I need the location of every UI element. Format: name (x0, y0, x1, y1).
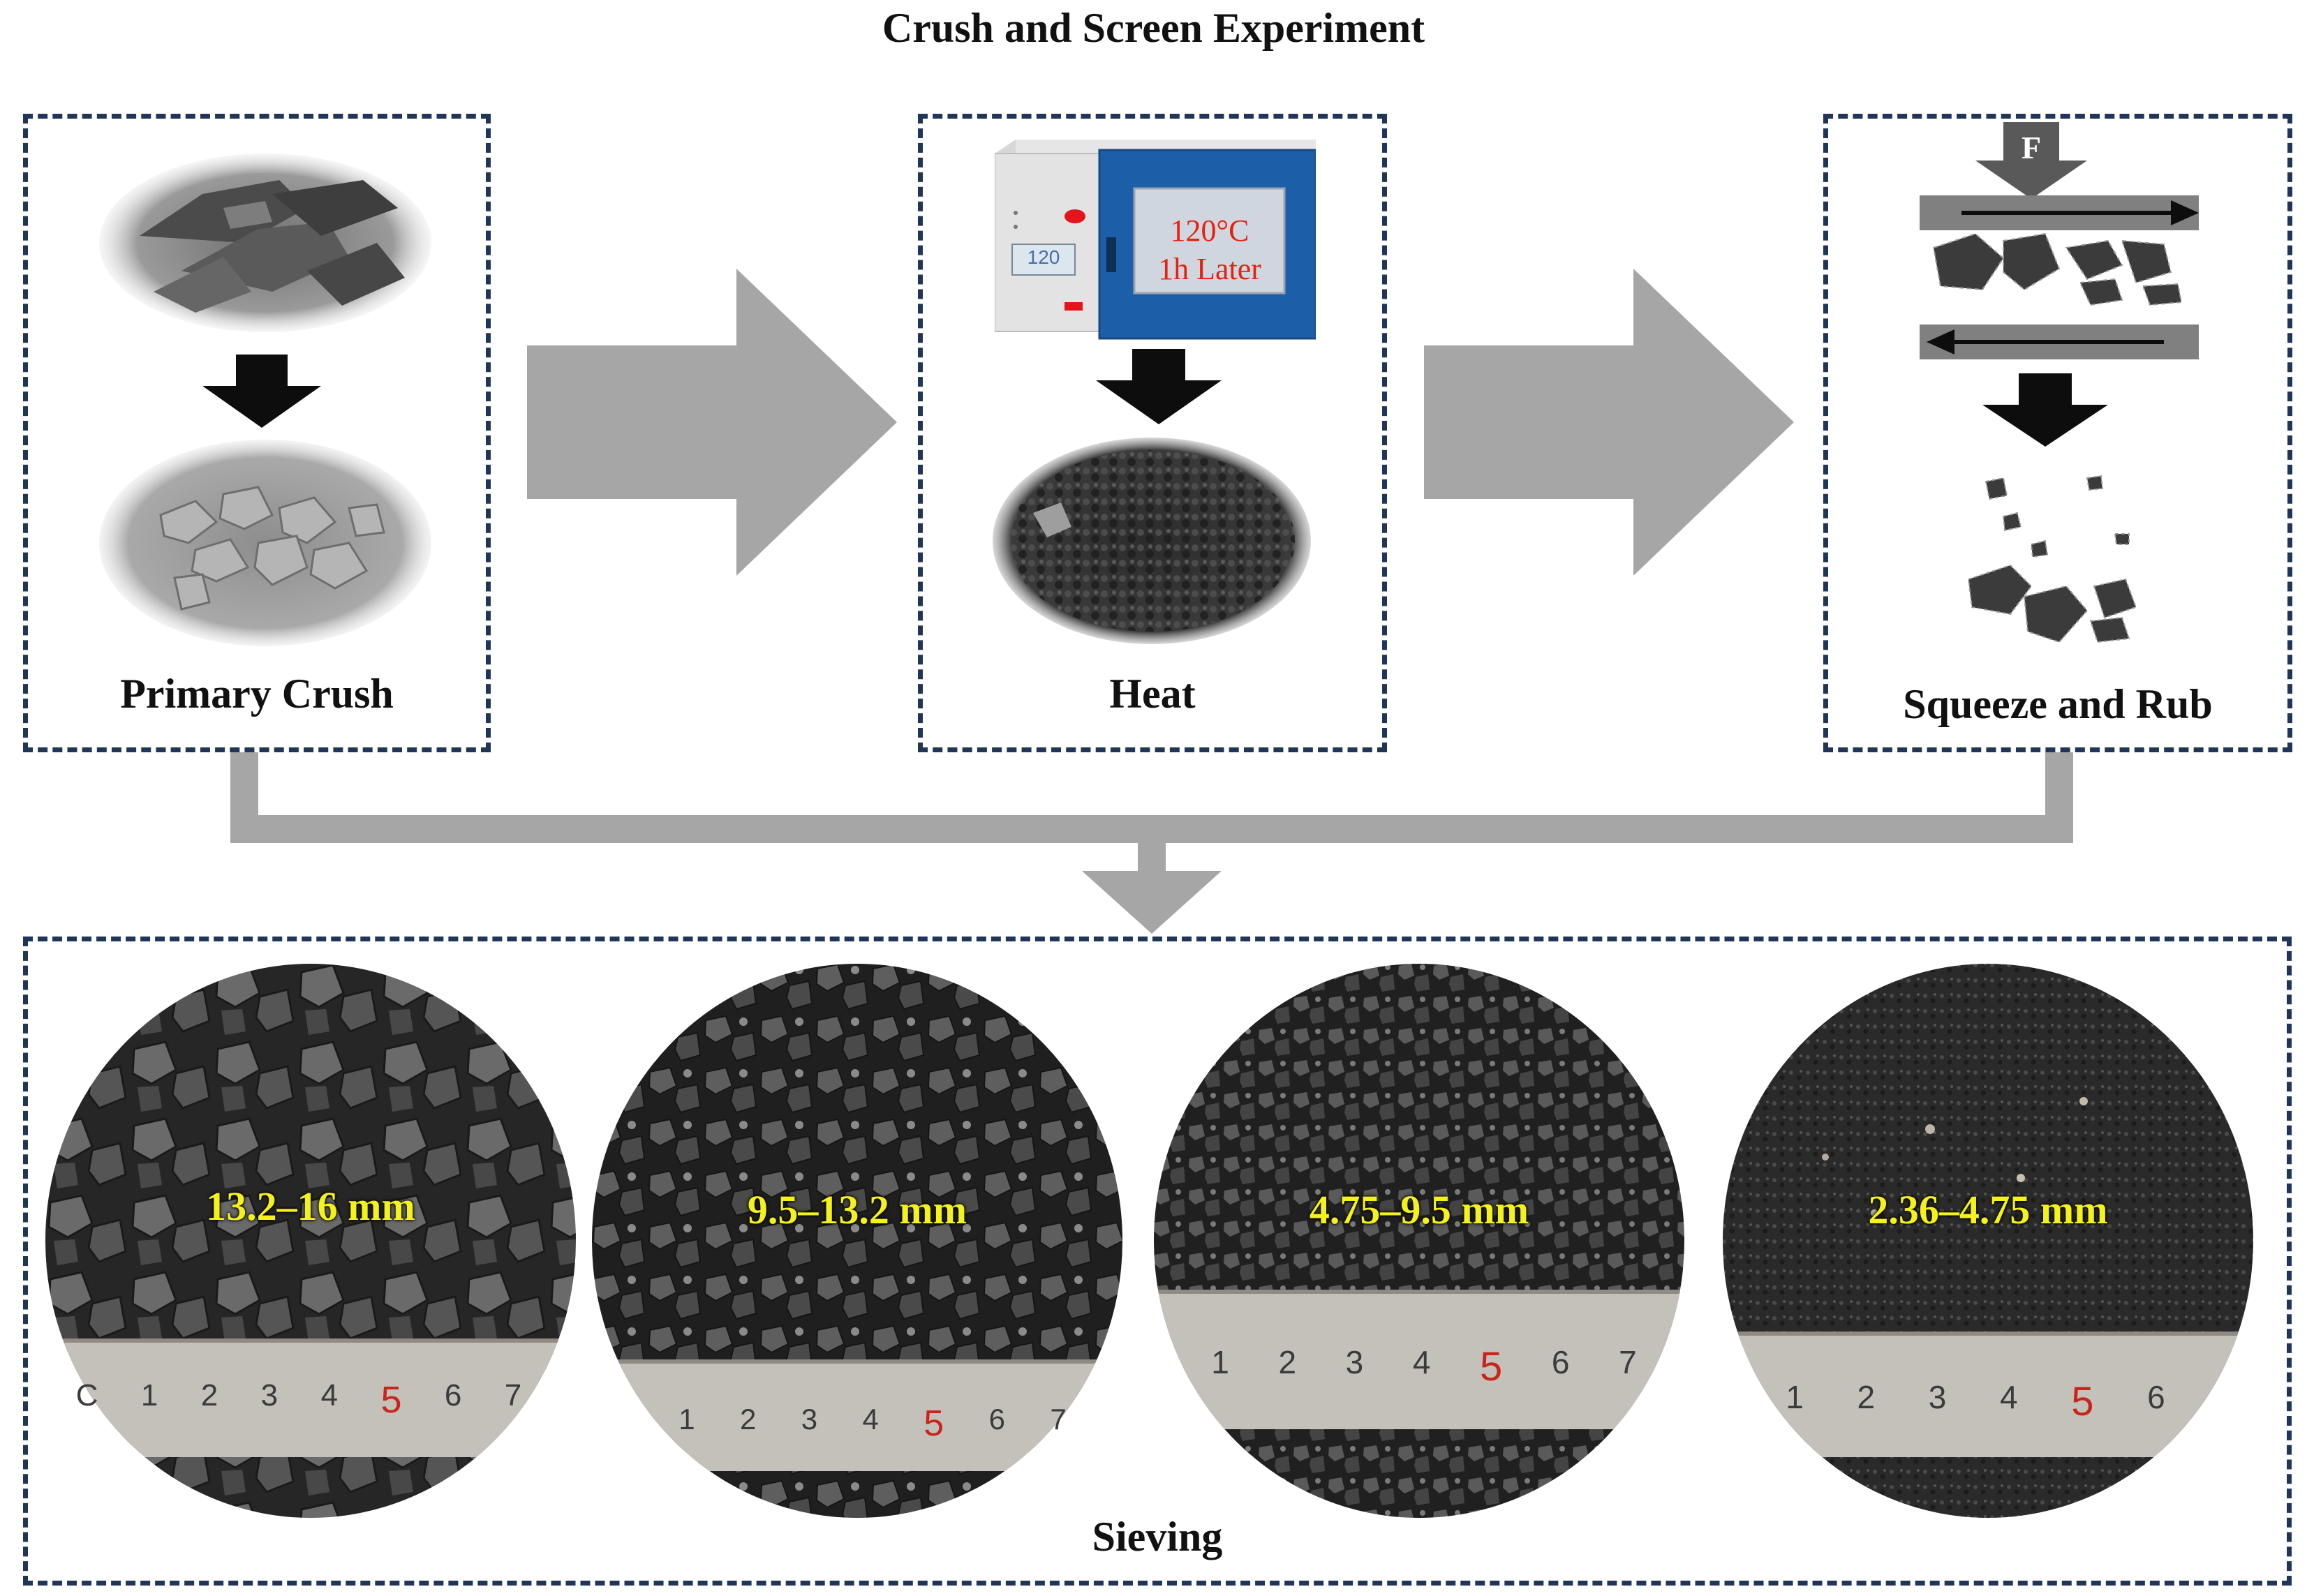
primary-crush-caption: Primary Crush (120, 671, 394, 717)
fragments-icon (1967, 475, 2137, 643)
ruler-tick-label: C (75, 1378, 98, 1412)
ruler-tick-label: 1 (678, 1403, 695, 1435)
diagram-title: Crush and Screen Experiment (882, 5, 1425, 51)
merge-connector-arrow (230, 752, 2073, 934)
sieving-caption: Sieving (1092, 1514, 1223, 1560)
fraction-9-13-image (592, 964, 1122, 1518)
ruler-tick-label: 1 (1786, 1379, 1804, 1415)
fraction-2-4-image (1723, 964, 2253, 1518)
ruler-tick-label: 2 (739, 1403, 757, 1435)
fraction-2-4-ruler: 1 2 3 4 5 6 (1759, 1378, 2192, 1425)
ruler-tick-label: 7 (504, 1378, 522, 1412)
stage-sieving (23, 937, 2292, 1586)
ruler-tick-label: 5 (380, 1379, 402, 1421)
ruler-tick-label: 5 (1480, 1344, 1503, 1389)
oven-temperature-text: 120°C (1170, 214, 1249, 248)
ruler-tick-label: 4 (1999, 1379, 2018, 1415)
down-arrow-icon (202, 355, 321, 428)
fraction-13-16-image (45, 964, 576, 1518)
fraction-4-9-label: 4.75–9.5 mm (1309, 1187, 1529, 1232)
fraction-4-9-image (1154, 964, 1684, 1518)
ruler-tick-label: 7 (1050, 1403, 1067, 1435)
ruler-tick-label: 1 (1211, 1344, 1229, 1380)
heat-caption: Heat (1109, 671, 1196, 717)
ruler-tick-label: 6 (1551, 1344, 1570, 1380)
ruler-tick-label: 3 (801, 1403, 818, 1435)
fraction-13-16-ruler: C 1 2 3 4 5 6 7 (54, 1378, 543, 1422)
down-arrow-icon (1096, 349, 1222, 424)
ruler-tick-label: 2 (1278, 1344, 1297, 1380)
oven-panel-reading: 120 (1027, 246, 1060, 268)
ruler-tick-label: 3 (1928, 1379, 1947, 1415)
fraction-4-9-ruler: 1 2 3 4 5 6 7 (1187, 1343, 1661, 1390)
fraction-9-13-label: 9.5–13.2 mm (747, 1187, 967, 1232)
crushed-lumps-image (99, 440, 431, 646)
fraction-9-13-ruler: 1 2 3 4 5 6 7 (656, 1403, 1089, 1445)
ruler-tick-label: 1 (140, 1378, 158, 1412)
flow-arrow-right-1 (527, 269, 897, 576)
heated-aggregate-image (993, 438, 1311, 644)
oven-time-text: 1h Later (1158, 252, 1261, 286)
down-arrow-icon (1982, 373, 2108, 447)
ruler-tick-label: 5 (923, 1403, 944, 1444)
squeeze-rub-caption: Squeeze and Rub (1903, 681, 2213, 727)
ruler-tick-label: 6 (2147, 1379, 2165, 1415)
fraction-2-4-label: 2.36–4.75 mm (1868, 1187, 2108, 1232)
flow-arrow-right-2 (1424, 269, 1794, 576)
stage-heat (918, 114, 1387, 752)
ruler-tick-label: 7 (1619, 1344, 1637, 1380)
force-label: F (2021, 130, 2042, 165)
ruler-tick-label: 6 (444, 1378, 462, 1412)
raw-slab-image (99, 154, 431, 332)
stage-squeeze-and-rub (1823, 114, 2292, 752)
ruler-tick-label: 3 (1345, 1344, 1364, 1380)
ruler-tick-label: 6 (988, 1403, 1005, 1435)
ruler-tick-label: 5 (2071, 1379, 2094, 1424)
ruler-tick-label: 2 (200, 1378, 218, 1412)
stage-primary-crush (23, 114, 491, 752)
fraction-13-16-label: 13.2–16 mm (206, 1184, 415, 1229)
ruler-tick-label: 4 (320, 1378, 339, 1412)
ruler-tick-label: 3 (260, 1378, 279, 1412)
ruler-tick-label: 2 (1857, 1379, 1876, 1415)
squeeze-rub-icon (1920, 122, 2199, 359)
oven-icon (995, 140, 1316, 340)
ruler-tick-label: 4 (1412, 1344, 1431, 1380)
ruler-tick-label: 4 (862, 1403, 879, 1435)
